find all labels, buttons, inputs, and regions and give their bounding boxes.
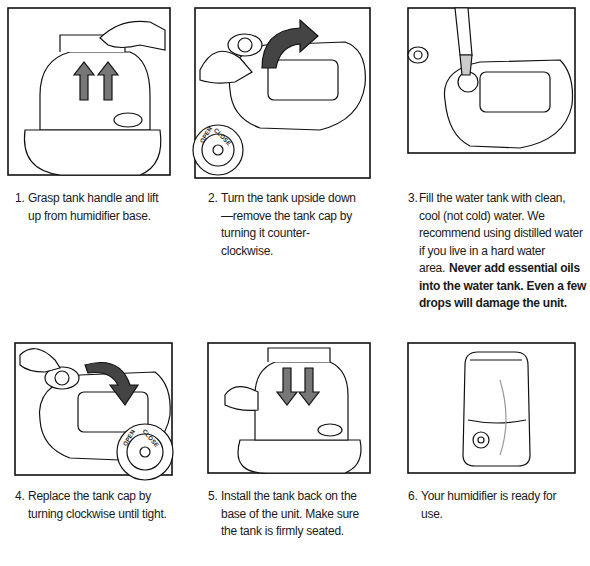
step-number: 5. — [208, 488, 222, 506]
step-number: 1. — [15, 190, 29, 208]
tank-install-illustration — [225, 348, 361, 473]
warning-text: Never add essential oils into the water … — [419, 261, 586, 310]
humidifier-illustration — [463, 352, 530, 466]
panel-frame — [408, 343, 575, 473]
tank-fill-illustration — [408, 8, 573, 148]
cap-replace-illustration — [20, 349, 173, 480]
step-caption: Fill the water tank with clean, cool (no… — [419, 190, 587, 313]
step-caption: Replace the tank cap by turning clockwis… — [28, 488, 178, 523]
step-caption: Turn the tank upside down—remove the tan… — [221, 190, 361, 260]
panel-frame — [195, 8, 370, 178]
cap-removal-illustration — [193, 20, 365, 175]
step-caption: Your humidifier is ready for use. — [421, 488, 561, 523]
step-caption: Grasp tank handle and lift up from humid… — [28, 190, 168, 225]
panel-frame — [208, 343, 370, 473]
tank-lift-illustration — [24, 21, 165, 175]
panel-frame — [8, 8, 170, 175]
panel-frame — [15, 343, 172, 475]
panel-frame — [408, 8, 575, 153]
step-number: 4. — [15, 488, 29, 506]
step-caption: Install the tank back on the base of the… — [221, 488, 366, 541]
step-number: 3. — [408, 190, 420, 208]
step-number: 2. — [208, 190, 222, 208]
step-number: 6. — [408, 488, 422, 506]
